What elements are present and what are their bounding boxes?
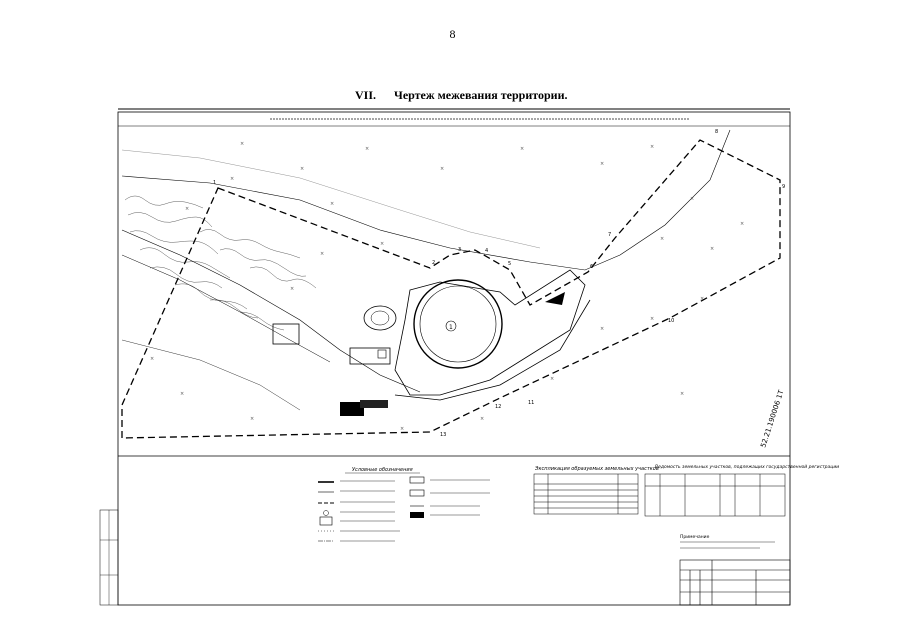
statement-table bbox=[644, 473, 786, 517]
svg-text:×: × bbox=[600, 326, 604, 332]
svg-text:×: × bbox=[400, 426, 404, 432]
legend-title: Условные обозначения bbox=[352, 467, 413, 473]
svg-text:×: × bbox=[680, 391, 684, 397]
svg-text:×: × bbox=[240, 141, 244, 147]
svg-text:×: × bbox=[480, 416, 484, 422]
sheet-frame bbox=[117, 111, 791, 606]
svg-text:×: × bbox=[600, 161, 604, 167]
plots-table-title: Экспликация образуемых земельных участко… bbox=[534, 466, 659, 472]
svg-text:×: × bbox=[250, 416, 254, 422]
boundary-point: 4 bbox=[485, 248, 488, 254]
triangle-object bbox=[545, 292, 565, 305]
svg-text:×: × bbox=[690, 196, 694, 202]
plot-1: 1 bbox=[413, 279, 503, 369]
embankment bbox=[121, 229, 421, 393]
plots-table bbox=[533, 473, 639, 515]
boundary-point: 1 bbox=[213, 180, 216, 186]
territory-boundary bbox=[121, 139, 781, 439]
svg-text:×: × bbox=[300, 166, 304, 172]
boundary-point: 9 bbox=[782, 184, 785, 190]
svg-text:×: × bbox=[330, 201, 334, 207]
svg-text:×: × bbox=[150, 356, 154, 362]
road-edge-2 bbox=[121, 149, 541, 249]
boundary-point: 7 bbox=[608, 232, 611, 238]
svg-text:×: × bbox=[550, 376, 554, 382]
legend-items bbox=[318, 476, 490, 542]
svg-text:×: × bbox=[365, 146, 369, 152]
svg-text:×: × bbox=[290, 286, 294, 292]
dark-structure bbox=[340, 402, 364, 416]
svg-text:×: × bbox=[440, 166, 444, 172]
boundary-point: 5 bbox=[508, 261, 511, 267]
svg-text:×: × bbox=[710, 246, 714, 252]
road-edge bbox=[121, 129, 731, 271]
building-small bbox=[377, 349, 387, 359]
plot-label: 1 bbox=[449, 324, 453, 331]
boundary-point: 6 bbox=[590, 264, 593, 270]
boundary-point: 11 bbox=[528, 400, 534, 406]
boundary-point-labels: 1 2 3 4 5 6 7 8 9 10 11 12 13 bbox=[213, 129, 785, 438]
section-heading: Чертеж межевания территории. bbox=[394, 88, 568, 102]
section-title: VII. Чертеж межевания территории. bbox=[355, 88, 567, 103]
svg-text:×: × bbox=[650, 144, 654, 150]
embankment-2 bbox=[121, 254, 331, 363]
dark-structure-2 bbox=[360, 400, 388, 408]
boundary-point: 3 bbox=[458, 247, 461, 253]
boundary-point: 12 bbox=[495, 404, 501, 410]
pavilion bbox=[272, 323, 300, 345]
plot-outline bbox=[394, 269, 586, 396]
building bbox=[349, 347, 391, 365]
title-block bbox=[679, 559, 791, 606]
survey-marks: × × × × × × × × × × × × × × × × × × × × × × × × × × × bbox=[150, 141, 744, 432]
svg-text:×: × bbox=[740, 221, 744, 227]
boundary-point: 2 bbox=[432, 260, 435, 266]
svg-text:×: × bbox=[660, 236, 664, 242]
svg-text:×: × bbox=[650, 316, 654, 322]
page-number: 8 bbox=[449, 27, 456, 41]
svg-text:×: × bbox=[520, 146, 524, 152]
boundary-point: 13 bbox=[440, 432, 446, 438]
boundary-point: 10 bbox=[668, 318, 674, 324]
inner-roadway bbox=[394, 299, 591, 401]
svg-text:×: × bbox=[185, 206, 189, 212]
svg-text:×: × bbox=[320, 251, 324, 257]
terrain-hatching bbox=[124, 195, 317, 331]
sheet-id: 52.21.190006 1Т bbox=[759, 388, 785, 448]
riverbank bbox=[121, 339, 301, 411]
note-title: Примечание bbox=[680, 534, 710, 540]
svg-text:×: × bbox=[700, 296, 704, 302]
pond-inner bbox=[370, 310, 390, 326]
svg-text:×: × bbox=[180, 391, 184, 397]
boundary-point: 8 bbox=[715, 129, 718, 135]
svg-text:×: × bbox=[230, 176, 234, 182]
svg-text:×: × bbox=[380, 241, 384, 247]
statement-title: Ведомость земельных участков, подлежащих… bbox=[655, 464, 839, 470]
section-number: VII. bbox=[355, 88, 377, 102]
pond bbox=[363, 305, 397, 331]
